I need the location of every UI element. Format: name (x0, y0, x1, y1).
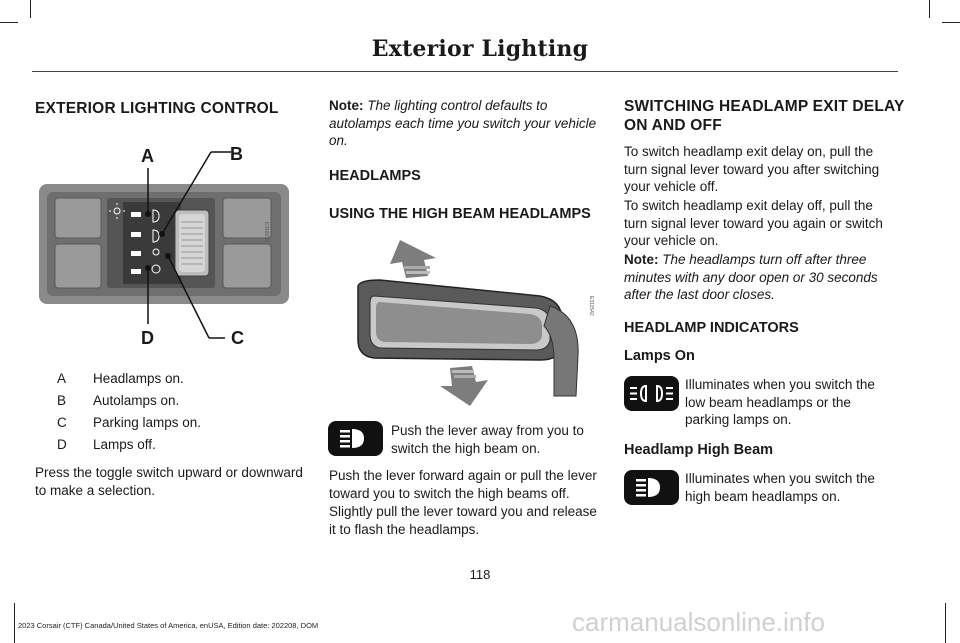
text-line: to make a selection. (35, 482, 156, 498)
list-item-letter: D (57, 437, 67, 452)
note-text: minutes with any door open or 30 seconds (624, 269, 878, 285)
text-line: Press the toggle switch upward or downwa… (35, 465, 303, 480)
subheading-lamps-on: Lamps On (624, 348, 695, 364)
list-item-letter: A (57, 371, 67, 386)
section-heading-headlamp-indicators: HEADLAMP INDICATORS (624, 320, 799, 336)
page-number: 118 (469, 567, 491, 582)
paragraph-exit-delay-on: To switch headlamp exit delay on, pull t… (624, 143, 914, 196)
text-line: parking lamps on. (685, 412, 792, 427)
figure-code: E318016 (263, 222, 269, 243)
list-item-letter: B (57, 393, 67, 408)
crop-mark (30, 0, 31, 18)
text-line: Push the lever away from you to (391, 423, 584, 438)
text-line: low beam headlamps or the (685, 394, 851, 410)
parking-lamps-icon (624, 376, 679, 411)
high-beam-text: Illuminates when you switch the high bea… (685, 470, 905, 505)
callout-label-a: A (141, 146, 154, 166)
text-line: your vehicle on. (624, 233, 719, 248)
arrow-up-icon (390, 240, 436, 278)
high-beam-icon (624, 470, 679, 505)
note-label: Note: (624, 252, 659, 267)
paragraph-flash-headlamps: Slightly pull the lever toward you and r… (329, 503, 609, 538)
note-text: autolamps each time you switch your vehi… (329, 115, 597, 131)
note-headlamps-turn-off: Note: The headlamps turn off after three… (624, 251, 914, 304)
lighting-control-figure: A B C D E318016 (35, 140, 295, 350)
paragraph-exit-delay-off: To switch headlamp exit delay off, pull … (624, 197, 914, 250)
text-line: Push the lever forward again or pull the… (329, 468, 597, 483)
figure-code: E311542 (588, 296, 594, 316)
push-lever-text: Push the lever away from you to switch t… (391, 422, 601, 457)
crop-mark (929, 0, 930, 18)
crop-mark (942, 22, 960, 23)
text-line: turn signal lever toward you after switc… (624, 161, 880, 177)
text-line: Illuminates when you switch the (685, 471, 875, 486)
text-line: Slightly pull the lever toward you and r… (329, 504, 597, 519)
lamps-on-text: Illuminates when you switch the low beam… (685, 376, 905, 429)
text-line: toward you to switch the high beams off. (329, 485, 570, 501)
lighting-switch-illustration (39, 151, 289, 339)
note-text: The lighting control defaults to (367, 98, 548, 113)
note-text: after the last door closes. (624, 287, 775, 302)
note-label: Note: (329, 98, 364, 113)
section-heading-headlamps: HEADLAMPS (329, 168, 421, 184)
list-item-text: Autolamps on. (93, 393, 180, 408)
high-beam-icon (328, 421, 383, 456)
list-item-text: Lamps off. (93, 437, 156, 452)
watermark: carmanualsonline.info (572, 607, 825, 637)
note-autolamps: Note: The lighting control defaults to a… (329, 97, 609, 150)
subheading-high-beam: USING THE HIGH BEAM HEADLAMPS (329, 206, 591, 222)
turn-signal-lever-illustration (357, 240, 579, 406)
heading-line: SWITCHING HEADLAMP EXIT DELAY (624, 98, 905, 115)
list-item-letter: C (57, 415, 67, 430)
section-heading-exterior-lighting-control: EXTERIOR LIGHTING CONTROL (35, 100, 279, 117)
text-line: Illuminates when you switch the (685, 377, 875, 392)
crop-mark (0, 22, 18, 23)
paragraph-high-beam-off: Push the lever forward again or pull the… (329, 467, 609, 502)
note-text: on. (329, 133, 348, 148)
list-item-text: Parking lamps on. (93, 415, 202, 430)
text-line: turn signal lever toward you again or sw… (624, 215, 883, 231)
page-header-title: Exterior Lighting (371, 36, 589, 62)
instruction-paragraph: Press the toggle switch upward or downwa… (35, 464, 310, 499)
text-line: high beam headlamps on. (685, 488, 841, 504)
text-line: To switch headlamp exit delay off, pull … (624, 198, 873, 213)
text-line: switch the high beam on. (391, 440, 541, 456)
callout-label-b: B (230, 144, 243, 164)
list-item-text: Headlamps on. (93, 371, 184, 386)
publication-footer: 2023 Corsair (CTF) Canada/United States … (18, 621, 319, 630)
callout-label-c: C (231, 328, 244, 348)
heading-line: ON AND OFF (624, 117, 722, 134)
note-text: The headlamps turn off after three (662, 252, 867, 267)
subheading-headlamp-high-beam: Headlamp High Beam (624, 442, 774, 458)
header-rule (32, 71, 898, 72)
callout-label-d: D (141, 328, 154, 348)
crop-mark (945, 603, 946, 643)
crop-mark (14, 603, 15, 643)
lever-figure: E311542 (340, 236, 600, 412)
arrow-down-icon (440, 366, 488, 406)
text-line: it to flash the headlamps. (329, 521, 480, 537)
legend-list: A Headlamps on. B Autolamps on. C Parkin… (57, 370, 307, 460)
section-heading-exit-delay: SWITCHING HEADLAMP EXIT DELAY ON AND OFF (624, 97, 914, 135)
text-line: To switch headlamp exit delay on, pull t… (624, 144, 874, 159)
text-line: your vehicle off. (624, 179, 719, 194)
